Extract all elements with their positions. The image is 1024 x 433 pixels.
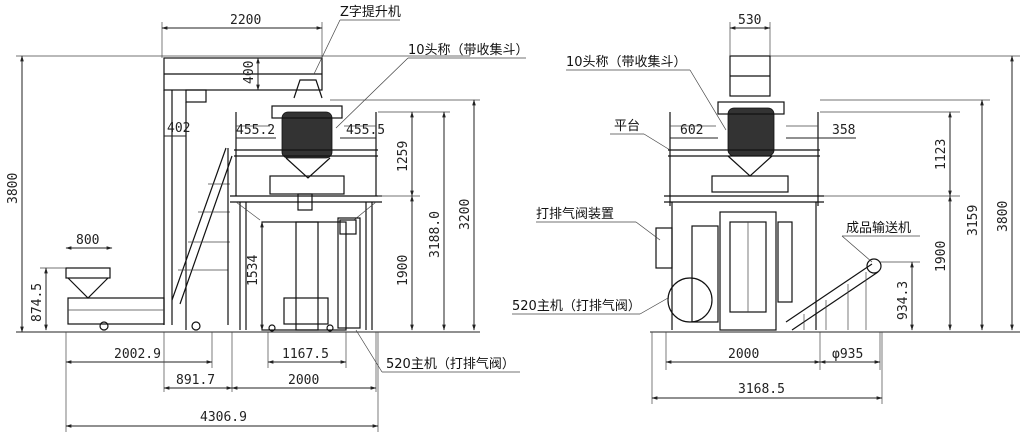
label-output-conveyor: 成品输送机 (846, 220, 911, 236)
label-main520-left: 520主机（打排气阀） (386, 356, 515, 372)
dim-3200: 3200 (458, 199, 473, 230)
dim-2002-9: 2002.9 (114, 347, 161, 362)
dim-1123: 1123 (934, 139, 949, 170)
dim-891-7: 891.7 (176, 373, 215, 388)
dims-left: 2200 400 402 455.2 455.5 1259 1900 3188.… (6, 13, 480, 432)
dim-530: 530 (738, 13, 761, 28)
dim-3800-right: 3800 (996, 201, 1011, 232)
label-weigher-left: 10头称（带收集斗） (408, 42, 529, 58)
dim-2000-right: 2000 (728, 347, 759, 362)
label-z-elevator: Z字提升机 (340, 4, 401, 20)
dim-phi935: φ935 (832, 347, 863, 362)
right-view: 530 602 358 1123 1900 3159 3800 934.3 20… (512, 13, 1020, 404)
label-platform: 平台 (614, 119, 640, 134)
dim-2200: 2200 (230, 13, 261, 28)
dim-358: 358 (832, 123, 855, 138)
left-view: 2200 400 402 455.2 455.5 1259 1900 3188.… (6, 4, 529, 432)
dim-1534: 1534 (246, 255, 261, 286)
callouts-left: Z字提升机 10头称（带收集斗） 520主机（打排气阀） (313, 4, 529, 373)
dim-3159: 3159 (966, 205, 981, 236)
label-weigher-right: 10头称（带收集斗） (566, 54, 687, 70)
label-exhaust-device: 打排气阀装置 (536, 206, 614, 222)
z-elevator (65, 57, 323, 331)
dim-1900: 1900 (396, 255, 411, 286)
packing-machine-520-left (261, 217, 361, 332)
dim-874-5: 874.5 (30, 283, 45, 322)
dim-1259: 1259 (396, 141, 411, 172)
label-main520-right: 520主机（打排气阀） (512, 298, 641, 314)
dim-934-3: 934.3 (896, 281, 911, 320)
dim-3168-5: 3168.5 (738, 382, 785, 397)
dim-1900-right: 1900 (934, 241, 949, 272)
weigher-10-head-right (711, 55, 789, 193)
packing-machine-520-right (655, 211, 793, 331)
weigher-10-head-left (269, 79, 345, 211)
dim-2000-left: 2000 (288, 373, 319, 388)
platform-right (664, 112, 824, 330)
output-conveyor (785, 258, 882, 331)
dim-400: 400 (242, 61, 257, 84)
dim-4306-9: 4306.9 (200, 410, 247, 425)
dim-1167-5: 1167.5 (282, 347, 329, 362)
dim-455-2: 455.2 (236, 123, 275, 138)
dim-3188: 3188.0 (428, 211, 443, 258)
callouts-right: 10头称（带收集斗） 平台 打排气阀装置 520主机（打排气阀） 成品输送机 (512, 54, 920, 315)
dim-3800-left: 3800 (6, 173, 21, 204)
platform-left (230, 112, 382, 330)
dim-455-5: 455.5 (346, 123, 385, 138)
dim-402: 402 (167, 121, 190, 136)
dim-602: 602 (680, 123, 703, 138)
dims-right: 530 602 358 1123 1900 3159 3800 934.3 20… (651, 13, 1014, 404)
dim-800: 800 (76, 233, 99, 248)
